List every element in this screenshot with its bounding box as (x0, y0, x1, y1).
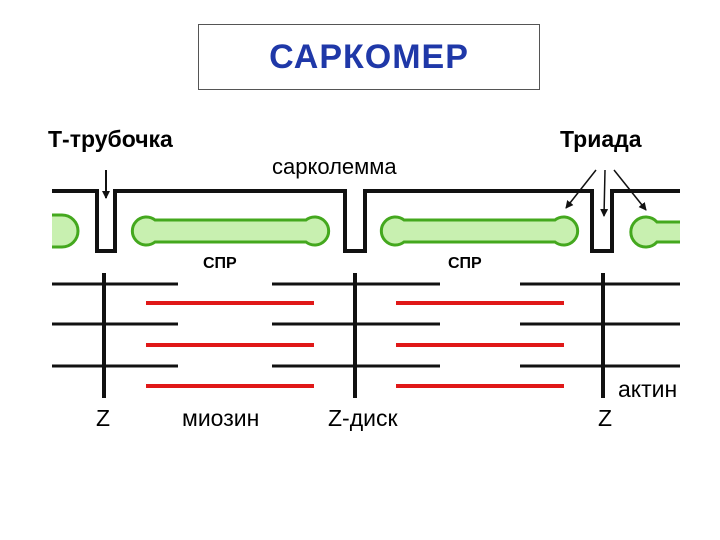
sarcolemma-line (52, 189, 680, 253)
title-box: САРКОМЕР (198, 24, 540, 90)
sr-cisterna-left-edge (52, 213, 80, 249)
label-t-tubule: Т-трубочка (48, 126, 173, 152)
myosin-filaments (146, 301, 564, 388)
label-z-disk: Z-диск (328, 405, 398, 431)
triad-arrow-center (600, 169, 609, 217)
label-sr-left: СПР (203, 255, 237, 272)
label-triad: Триада (560, 126, 642, 152)
triad-arrow-right (613, 169, 647, 211)
diagram-title: САРКОМЕР (269, 37, 469, 76)
label-z-right: Z (598, 405, 613, 431)
label-actin: актин (618, 376, 678, 402)
sr-cisterna-right-edge (629, 215, 680, 249)
label-z-left: Z (96, 405, 111, 431)
actin-filaments (52, 282, 680, 368)
sr-cisterna-2 (379, 215, 580, 247)
label-myosin: миозин (182, 405, 260, 431)
sr-cisterna-1 (130, 215, 331, 247)
label-sr-right: СПР (448, 255, 482, 272)
label-sarcolemma: сарколемма (272, 154, 397, 179)
triad-arrow-left (565, 169, 597, 209)
